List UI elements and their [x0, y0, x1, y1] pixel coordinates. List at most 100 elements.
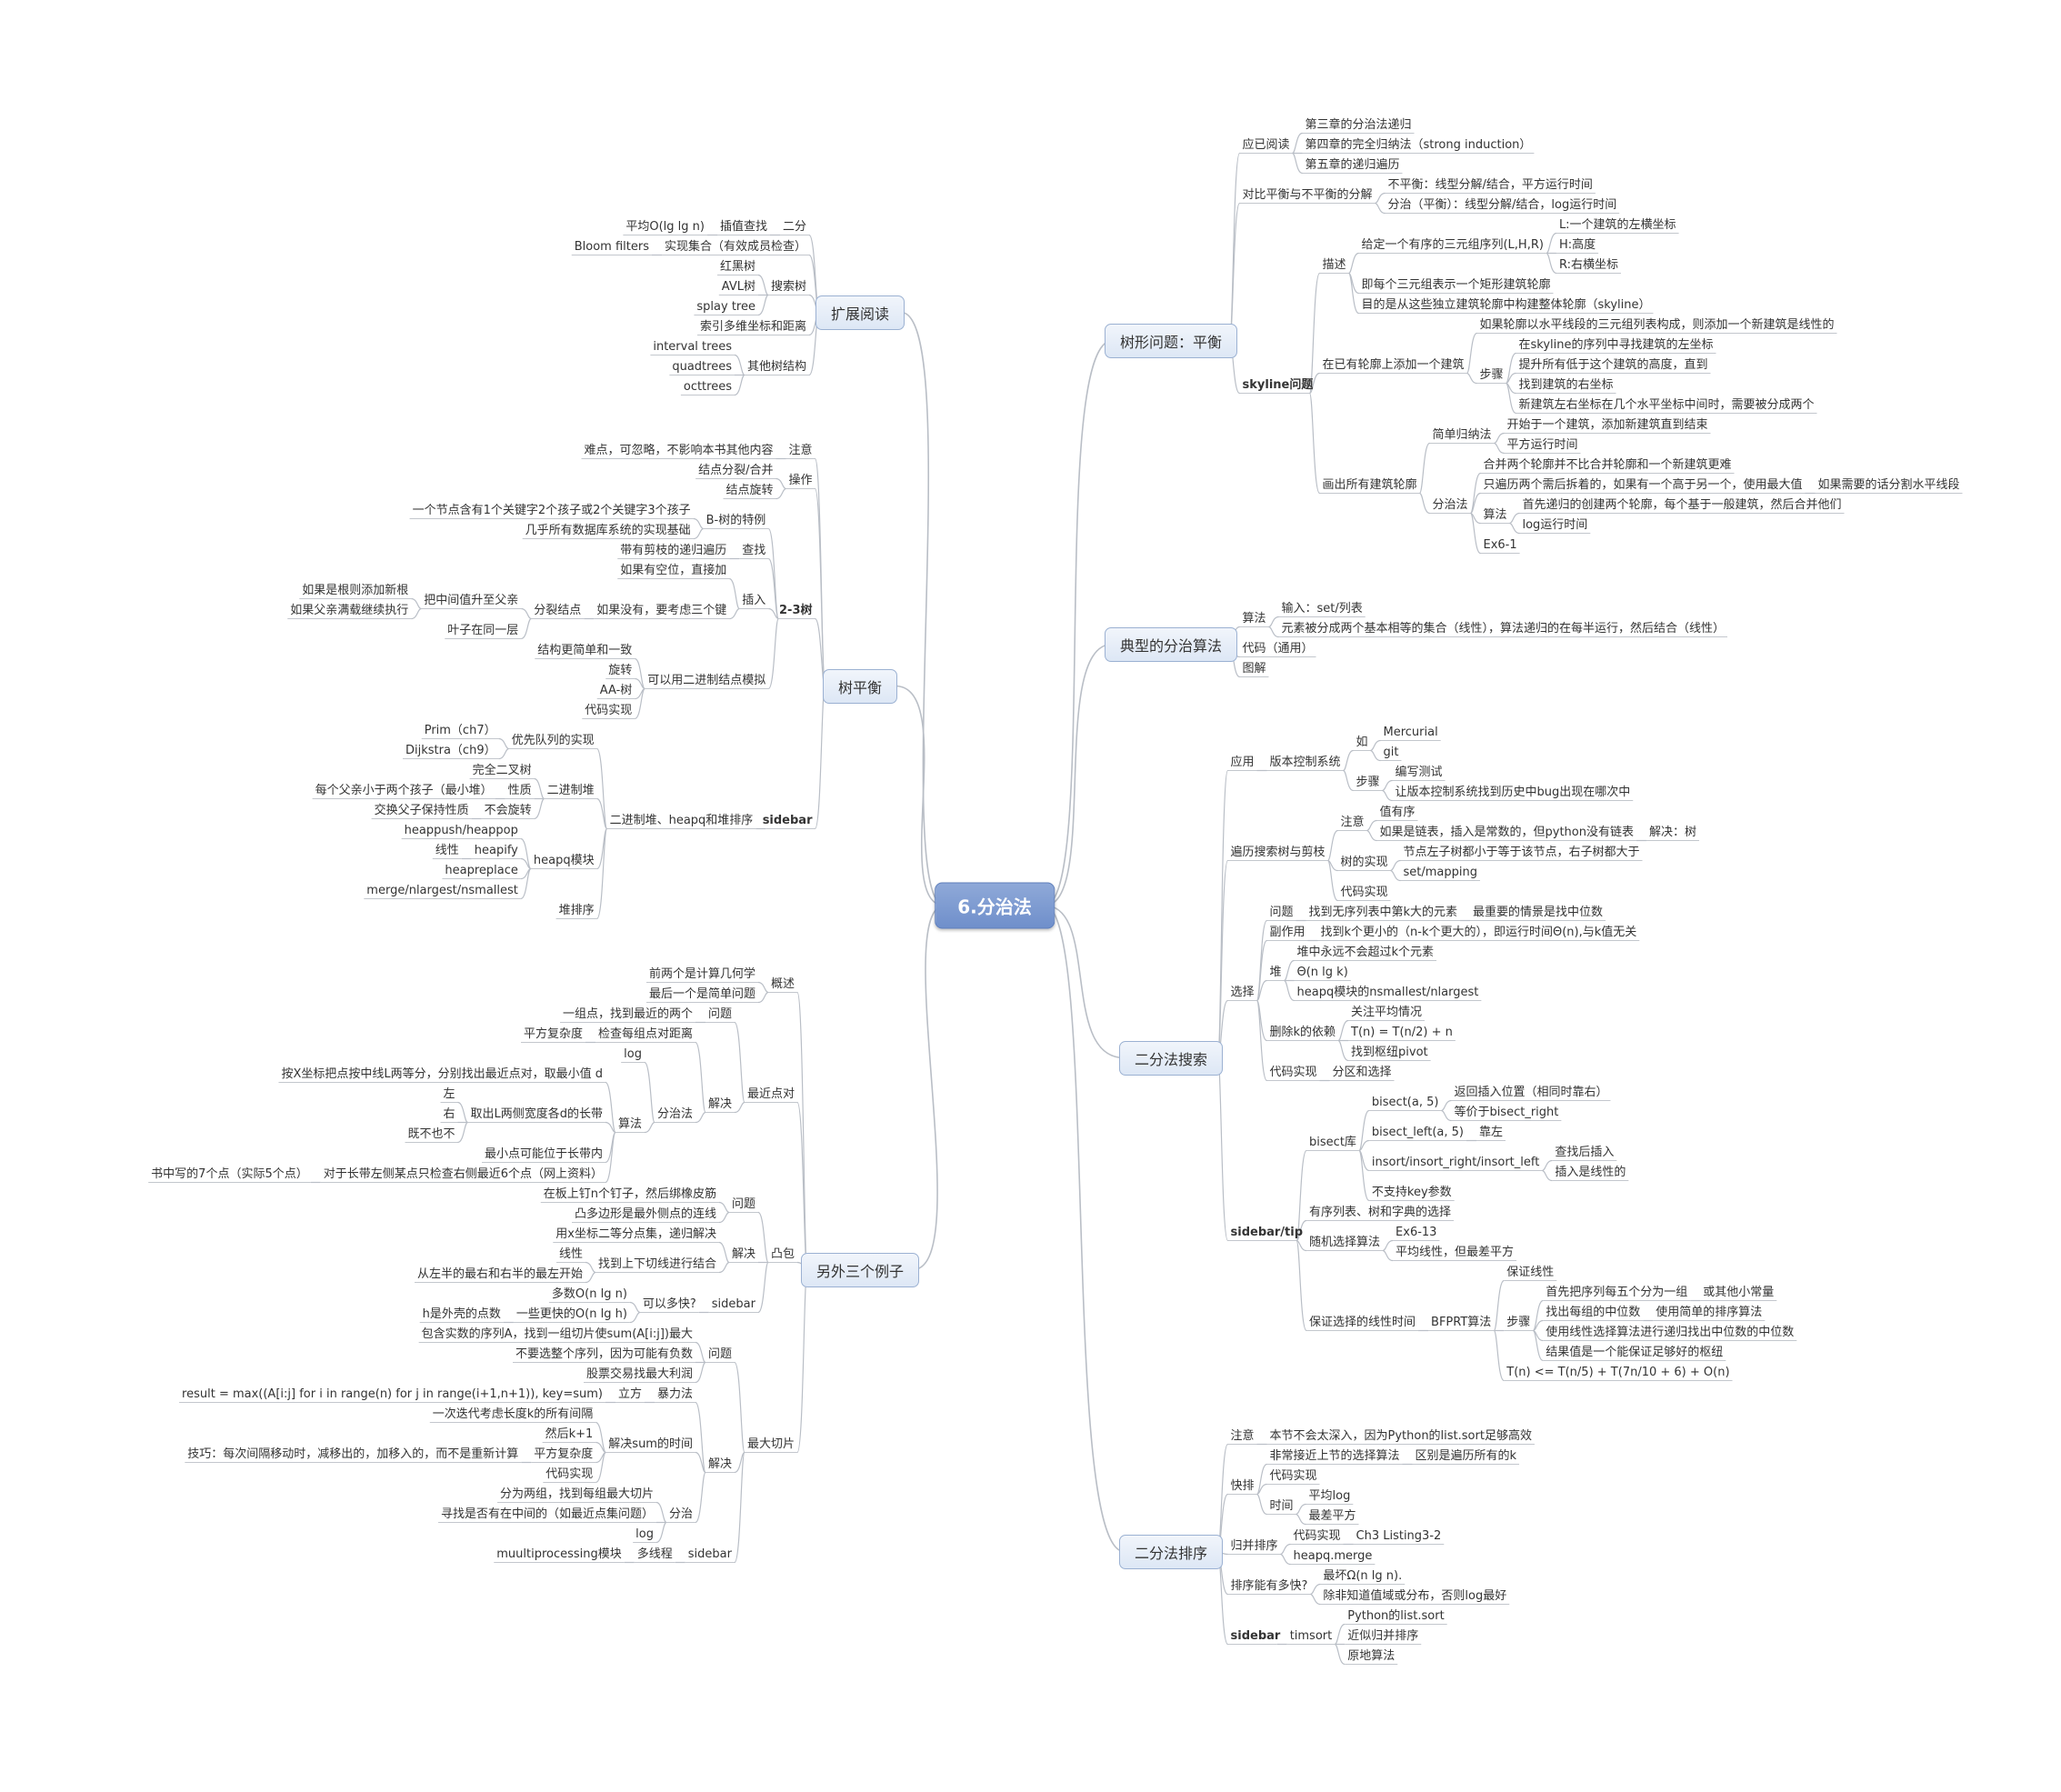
topic-label[interactable]: 代码实现	[1293, 1528, 1341, 1543]
topic-label[interactable]: R:右横坐标	[1558, 257, 1618, 272]
topic-label[interactable]: 新建筑左右坐标在几个水平坐标中间时，需要被分成两个	[1518, 397, 1815, 412]
main-topic[interactable]: 扩展阅读	[815, 295, 905, 330]
topic-label[interactable]: 第五章的递归遍历	[1305, 157, 1400, 172]
topic-label[interactable]: 随机选择算法	[1309, 1235, 1381, 1249]
topic-label[interactable]: 归并排序	[1230, 1538, 1278, 1553]
main-topic[interactable]: 二分法排序	[1118, 1534, 1224, 1569]
topic-label[interactable]: 步骤	[1479, 367, 1504, 382]
topic-label[interactable]: 本节不会太深入，因为Python的list.sort足够高效	[1269, 1428, 1532, 1443]
topic-label[interactable]: 从左半的最右和右半的最左开始	[416, 1266, 583, 1281]
topic-label[interactable]: 对于长带左侧某点只检查右侧最近6个点（网上资料）	[323, 1166, 603, 1181]
topic-label[interactable]: 注意	[1230, 1428, 1255, 1443]
topic-label[interactable]: 最重要的情景是找中位数	[1473, 905, 1604, 919]
topic-label[interactable]: 找到枢纽pivot	[1351, 1045, 1428, 1059]
topic-label[interactable]: 结构更简单和一致	[537, 643, 633, 657]
topic-label[interactable]: 用x坐标二等分点集，递归解决	[555, 1226, 716, 1241]
topic-label[interactable]: 算法	[1242, 611, 1266, 626]
topic-label[interactable]: sidebar	[762, 813, 813, 827]
topic-label[interactable]: log	[624, 1046, 642, 1061]
topic-label[interactable]: 即每个三元组表示一个矩形建筑轮廓	[1361, 277, 1551, 292]
topic-label[interactable]: 首先递归的创建两个轮廓，每个基于一般建筑，然后合并他们	[1522, 497, 1842, 512]
main-topic[interactable]: 典型的分治算法	[1104, 626, 1238, 662]
topic-label[interactable]: 2-3树	[779, 603, 813, 617]
topic-label[interactable]: 除非知道值域或分布，否则log最好	[1323, 1588, 1507, 1603]
topic-label[interactable]: 等价于bisect_right	[1454, 1105, 1559, 1119]
topic-label[interactable]: 代码（通用）	[1242, 641, 1314, 656]
topic-label[interactable]: interval trees	[653, 339, 732, 354]
topic-label[interactable]: 一次迭代考虑长度k的所有间隔	[432, 1407, 594, 1421]
topic-label[interactable]: 凸多边形是最外侧点的连线	[574, 1206, 716, 1221]
topic-label[interactable]: 技巧：每次间隔移动时，减移出的，加移入的，而不是重新计算	[187, 1447, 519, 1461]
topic-label[interactable]: 堆排序	[558, 903, 595, 917]
topic-label[interactable]: 保证线性	[1506, 1265, 1555, 1279]
topic-label[interactable]: Ex6-13	[1396, 1225, 1437, 1239]
topic-label[interactable]: 开始于一个建筑，添加新建筑直到结束	[1506, 417, 1708, 432]
topic-label[interactable]: 二进制堆	[546, 783, 595, 797]
topic-label[interactable]: 平方复杂度	[534, 1447, 594, 1461]
topic-label[interactable]: 问题	[731, 1196, 755, 1211]
topic-label[interactable]: 解决sum的时间	[608, 1437, 693, 1451]
topic-label[interactable]: set/mapping	[1403, 865, 1478, 879]
main-topic[interactable]: 树形问题：平衡	[1104, 323, 1238, 358]
topic-label[interactable]: 代码实现	[585, 703, 633, 717]
topic-label[interactable]: 在板上钉n个钉子，然后绑橡皮筋	[543, 1186, 716, 1201]
topic-label[interactable]: heapq.merge	[1293, 1548, 1373, 1563]
topic-label[interactable]: 解决	[707, 1096, 732, 1111]
topic-label[interactable]: 分治	[668, 1507, 693, 1521]
topic-label[interactable]: 插值查找	[719, 219, 767, 234]
topic-label[interactable]: 不要选整个序列，因为可能有负数	[515, 1347, 693, 1361]
topic-label[interactable]: 使用线性选择算法进行递归找出中位数的中位数	[1546, 1325, 1795, 1339]
topic-label[interactable]: 二进制堆、heapq和堆排序	[609, 813, 754, 827]
topic-label[interactable]: 使用简单的排序算法	[1656, 1305, 1763, 1319]
topic-label[interactable]: 平方复杂度	[523, 1026, 583, 1041]
topic-label[interactable]: 描述	[1322, 257, 1346, 272]
topic-label[interactable]: 让版本控制系统找到历史中bug出现在哪次中	[1395, 785, 1631, 799]
topic-label[interactable]: 目的是从这些独立建筑轮廓中构建整体轮廓（skyline）	[1361, 297, 1651, 312]
topic-label[interactable]: 注意	[1340, 815, 1365, 829]
topic-label[interactable]: 多数O(n lg n)	[551, 1286, 627, 1301]
topic-label[interactable]: 可以用二进制结点模拟	[647, 673, 766, 687]
topic-label[interactable]: Python的list.sort	[1347, 1608, 1445, 1623]
topic-label[interactable]: 搜索树	[770, 279, 806, 294]
topic-label[interactable]: 保证选择的线性时间	[1309, 1315, 1416, 1329]
topic-label[interactable]: insort/insort_right/insort_left	[1371, 1155, 1540, 1169]
topic-label[interactable]: Mercurial	[1383, 725, 1438, 739]
topic-label[interactable]: 平方运行时间	[1506, 437, 1578, 452]
topic-label[interactable]: 步骤	[1356, 775, 1380, 789]
topic-label[interactable]: 插入	[742, 593, 766, 607]
topic-label[interactable]: 带有剪枝的递归遍历	[620, 543, 727, 557]
topic-label[interactable]: 排序能有多快?	[1230, 1578, 1308, 1593]
topic-label[interactable]: result = max((A[i:j] for i in range(n) f…	[182, 1387, 603, 1401]
topic-label[interactable]: 其他树结构	[746, 359, 806, 374]
topic-label[interactable]: 难点，可忽略，不影响本书其他内容	[584, 443, 774, 457]
topic-label[interactable]: 返回插入位置（相同时靠右）	[1454, 1085, 1608, 1099]
topic-label[interactable]: 查找	[742, 543, 766, 557]
topic-label[interactable]: 然后k+1	[545, 1427, 594, 1441]
topic-label[interactable]: 或其他小常量	[1703, 1285, 1775, 1299]
topic-label[interactable]: 代码实现	[1340, 885, 1388, 899]
topic-label[interactable]: 如果有空位，直接加	[620, 563, 727, 577]
topic-label[interactable]: 前两个是计算几何学	[648, 966, 755, 981]
topic-label[interactable]: 非常接近上节的选择算法	[1269, 1448, 1400, 1463]
topic-label[interactable]: 图解	[1242, 661, 1266, 676]
topic-label[interactable]: 删除k的依赖	[1269, 1025, 1336, 1039]
topic-label[interactable]: 提升所有低于这个建筑的高度，直到	[1518, 357, 1708, 372]
topic-label[interactable]: 寻找是否有在中间的（如最近点集问题）	[440, 1507, 654, 1521]
topic-label[interactable]: 简单归纳法	[1432, 427, 1492, 442]
topic-label[interactable]: 找出每组的中位数	[1546, 1305, 1641, 1319]
topic-label[interactable]: 最大切片	[746, 1437, 795, 1451]
topic-label[interactable]: 找到建筑的右坐标	[1518, 377, 1614, 392]
topic-label[interactable]: 平均O(lg lg n)	[625, 219, 705, 234]
main-topic[interactable]: 树平衡	[822, 668, 898, 704]
topic-label[interactable]: 输入：set/列表	[1281, 601, 1363, 616]
topic-label[interactable]: sidebar	[687, 1547, 732, 1561]
topic-label[interactable]: 旋转	[608, 663, 633, 677]
topic-label[interactable]: 第四章的完全归纳法（strong induction）	[1305, 137, 1532, 152]
topic-label[interactable]: 线性	[558, 1246, 583, 1261]
topic-label[interactable]: 元素被分成两个基本相等的集合（线性），算法递归的在每半运行，然后结合（线性）	[1281, 621, 1726, 636]
topic-label[interactable]: 版本控制系统	[1269, 755, 1341, 769]
topic-label[interactable]: 原地算法	[1347, 1648, 1396, 1663]
topic-label[interactable]: 分区和选择	[1332, 1065, 1392, 1079]
topic-label[interactable]: 分为两组，找到每组最大切片	[499, 1487, 654, 1501]
main-topic[interactable]: 二分法搜索	[1118, 1040, 1224, 1076]
